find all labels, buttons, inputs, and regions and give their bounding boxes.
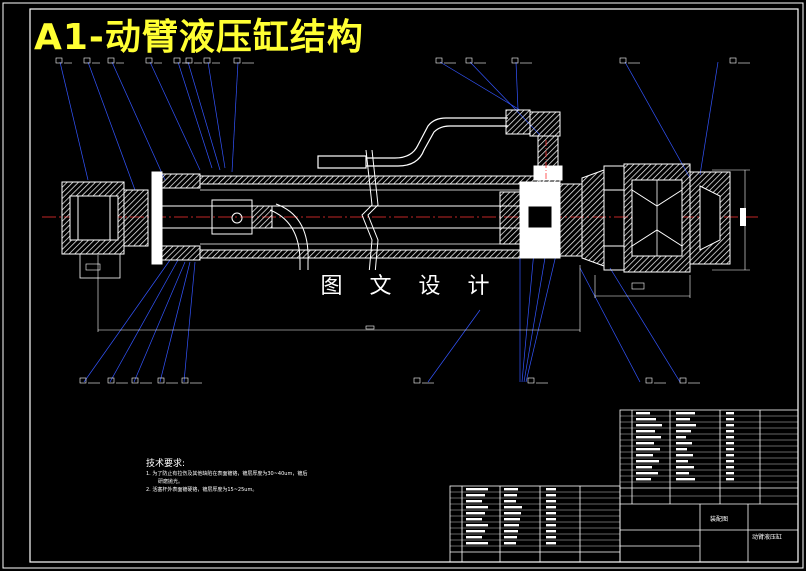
table-text-stroke [676,448,687,451]
table-text-stroke [466,488,488,491]
dimension-lines [97,169,750,332]
table-text-stroke [504,512,521,515]
table-text-stroke [466,506,488,509]
table-text-stroke [546,524,556,527]
table-text-stroke [504,494,517,497]
table-text-stroke [466,524,488,527]
table-text-stroke [726,478,734,481]
table-text-stroke [726,412,734,415]
table-text-stroke [504,524,519,527]
part-balloons [55,57,750,384]
table-text-stroke [546,506,556,509]
table-text-stroke [636,442,654,445]
table-text-stroke [726,466,734,469]
table-text-stroke [636,436,661,439]
table-text-stroke [636,424,662,427]
technical-requirements: 技术要求: 1. 为了防止有拉伤及其他缺陷在表面镀铬，镀层厚度为30~40um，… [146,458,307,494]
parts-list-grid [449,485,621,563]
title-block-rows [620,412,798,497]
table-text-stroke [504,500,516,503]
cylinder-rear-head [559,165,625,271]
table-text-stroke [726,424,734,427]
parts-list-rows [450,488,620,547]
table-text-stroke [546,542,556,545]
table-text-stroke [466,518,482,521]
table-text-stroke [636,448,660,451]
pipe-fitting [505,109,563,181]
title-block-part-name: 动臂液压缸 [752,534,783,541]
table-text-stroke [504,542,516,545]
table-text-stroke [726,448,734,451]
table-text-stroke [504,518,520,521]
table-text-stroke [546,530,556,533]
table-text-stroke [726,430,734,433]
table-text-stroke [546,494,556,497]
table-text-stroke [676,442,692,445]
table-text-stroke [726,436,734,439]
table-text-stroke [504,488,518,491]
table-text-stroke [546,500,556,503]
table-text-stroke [636,460,659,463]
table-text-stroke [676,424,696,427]
cylinder-barrel [151,149,561,286]
table-text-stroke [636,430,655,433]
table-text-stroke [504,506,522,509]
table-text-stroke [676,460,688,463]
oil-pipe [269,117,508,270]
table-text-stroke [636,466,652,469]
table-text-stroke [726,418,734,421]
watermark-text: 图 文 设 计 [320,270,500,304]
drawing-frame [29,8,799,563]
tech-requirement-line: 研磨抛光。 [158,479,184,485]
rod-end-eye [61,181,149,279]
title-block-grid [619,409,799,563]
rear-eye-bearing [623,163,746,273]
table-text-stroke [636,418,656,421]
table-text-stroke [546,512,556,515]
table-text-stroke [466,542,488,545]
tech-requirements-heading: 技术要求: [146,459,186,469]
tech-requirement-line: 1. 为了防止有拉伤及其他缺陷在表面镀铬，镀层厚度为30~40um，镀后 [146,471,308,477]
table-text-stroke [546,536,556,539]
table-text-stroke [676,478,695,481]
table-text-stroke [726,442,734,445]
table-text-stroke [676,454,693,457]
table-text-stroke [466,536,482,539]
table-text-stroke [466,494,485,497]
table-text-stroke [504,530,518,533]
table-text-stroke [676,436,686,439]
table-text-stroke [676,418,690,421]
table-text-stroke [546,488,556,491]
table-text-stroke [636,454,653,457]
table-text-stroke [726,454,734,457]
table-text-stroke [636,412,650,415]
table-text-stroke [466,530,485,533]
table-text-stroke [726,472,734,475]
drawing-title: A1-动臂液压缸结构 [34,17,364,58]
table-text-stroke [676,472,689,475]
table-text-stroke [546,518,556,521]
title-block-drawing-name: 装配图 [710,516,729,523]
table-text-stroke [676,430,691,433]
table-text-stroke [466,500,482,503]
table-text-stroke [636,478,651,481]
tech-requirement-line: 2. 活塞杆外表面镀硬铬，镀层厚度为15~25um。 [146,487,258,493]
table-text-stroke [726,460,734,463]
table-text-stroke [676,412,695,415]
table-text-stroke [636,472,658,475]
table-text-stroke [504,536,517,539]
table-text-stroke [466,512,485,515]
table-text-stroke [676,466,694,469]
